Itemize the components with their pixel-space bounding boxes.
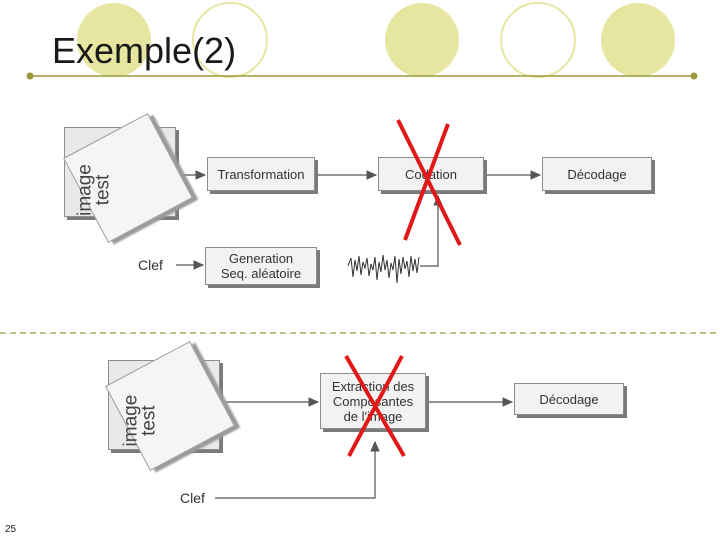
cross-icon-extraction [344, 354, 406, 458]
header-circle-1 [77, 3, 151, 77]
header-rule-dot-left [26, 72, 34, 80]
generation-label-line1: Generation [228, 251, 294, 266]
decodage-label-top: Décodage [567, 166, 627, 182]
extraction-label-line1: Extraction des [331, 378, 415, 394]
slide-title: Exemple(2) [52, 30, 237, 71]
extraction-box: Extraction des Composantes de l'image [320, 373, 426, 429]
clef-label-bottom: Clef [180, 490, 205, 506]
transformation-label: Transformation [217, 166, 305, 182]
decodage-box-top: Décodage [542, 157, 652, 191]
transformation-box: Transformation [207, 157, 315, 191]
decodage-box-bottom: Décodage [514, 383, 624, 415]
generation-box: Generation Seq. aléatoire [205, 247, 317, 285]
clef-label-top: Clef [138, 257, 163, 273]
generation-label-line2: Seq. aléatoire [220, 266, 302, 281]
header-rule-dot-right [690, 72, 698, 80]
header-circle-3 [385, 3, 459, 77]
arrow-noise-to-codage [420, 194, 443, 267]
header-circle-2 [192, 2, 268, 78]
arrow-clef2-to-extraction [215, 440, 380, 499]
header-circle-5 [601, 3, 675, 77]
page-number: 25 [5, 524, 17, 535]
random-sequence-signal [347, 254, 420, 284]
extraction-label-line3: de l'image [343, 408, 403, 424]
decodage-label-bottom: Décodage [539, 391, 599, 407]
cross-icon-codage [396, 119, 462, 246]
header-circle-4 [500, 2, 576, 78]
